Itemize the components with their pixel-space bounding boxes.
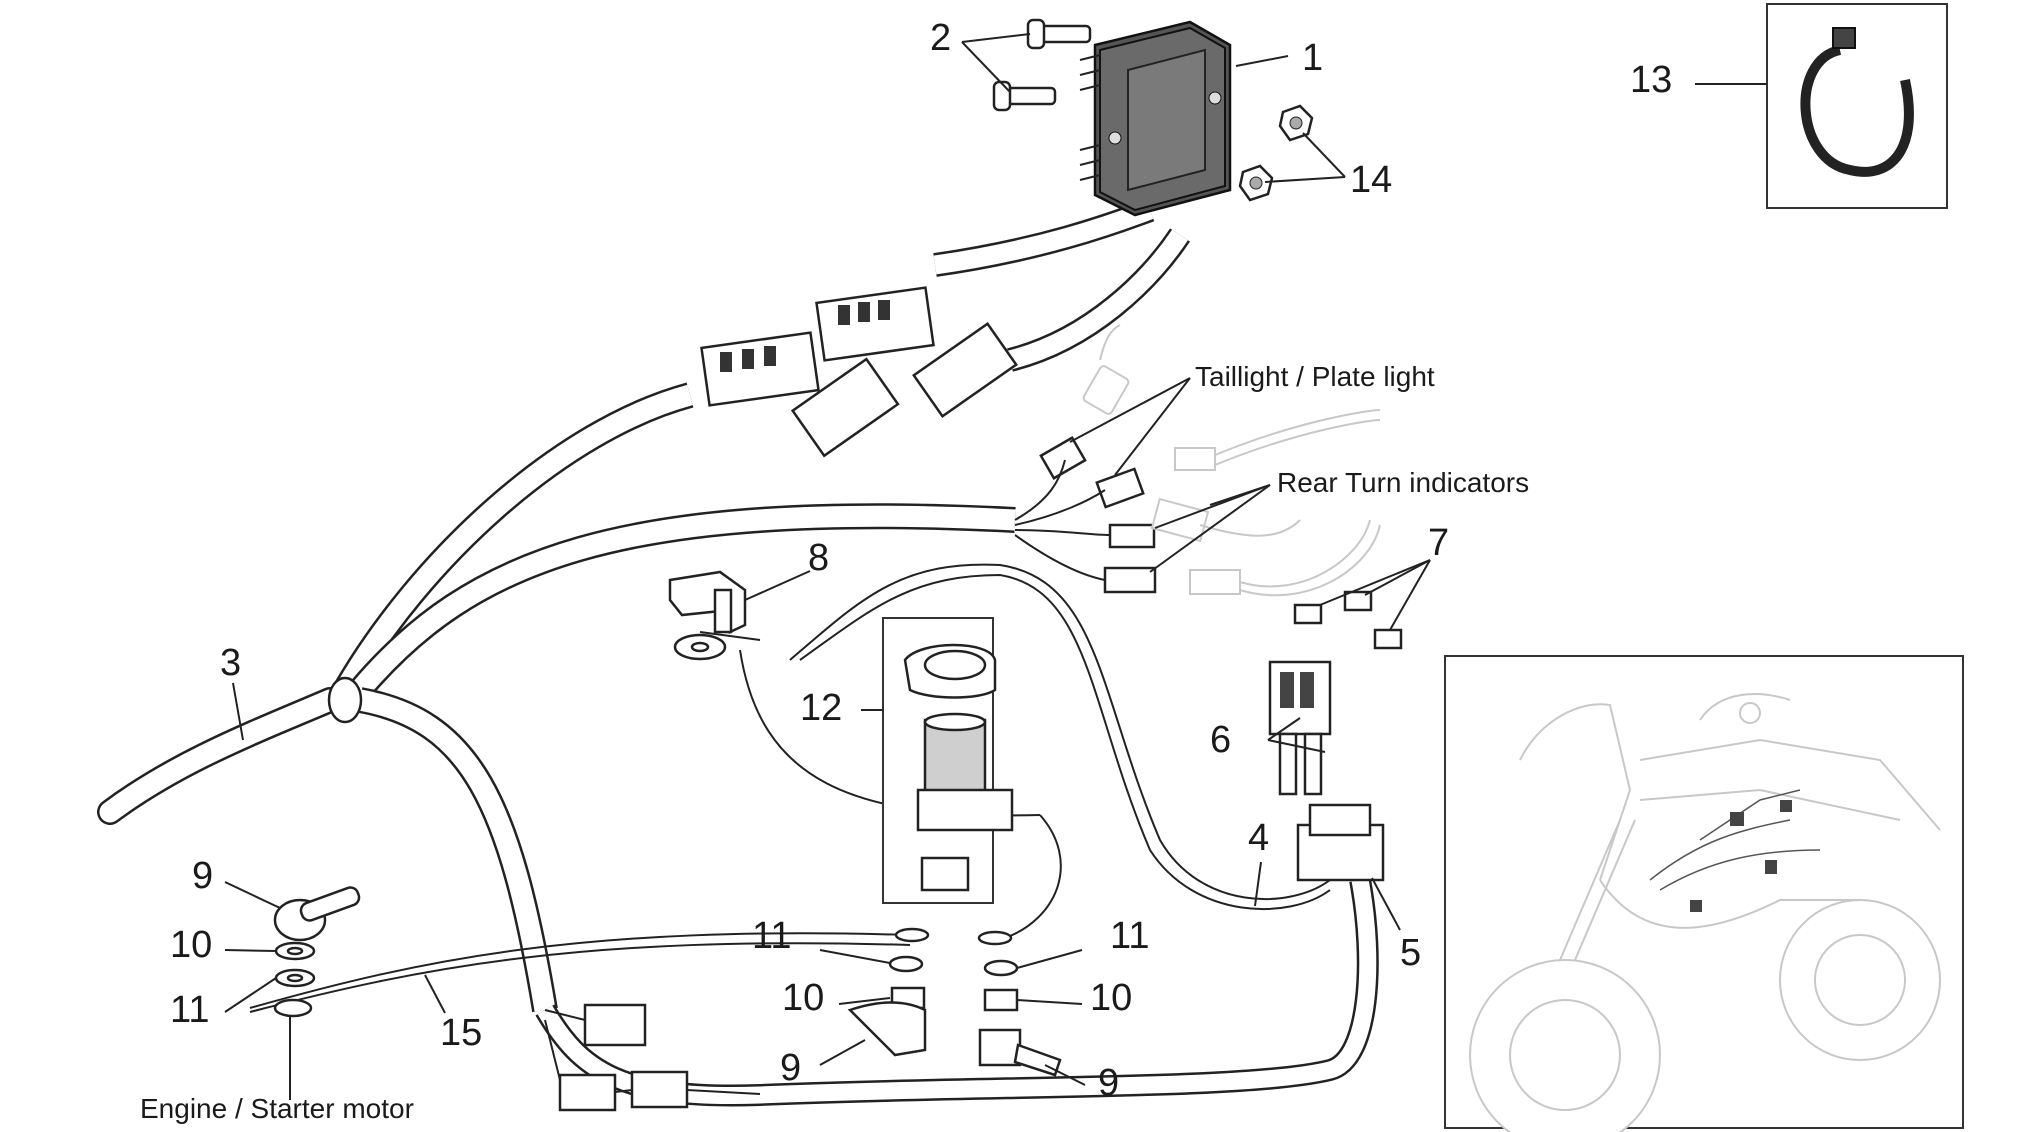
- callout-1: 1: [1302, 37, 1323, 79]
- terminals-center: [847, 927, 1062, 1077]
- nuts: [1238, 104, 1314, 202]
- callout-10-center-left: 10: [782, 977, 824, 1019]
- callout-9-center-right: 9: [1098, 1062, 1119, 1104]
- label-taillight: Taillight / Plate light: [1195, 361, 1435, 392]
- callout-8: 8: [808, 537, 829, 579]
- terminal-left: [273, 886, 361, 942]
- callout-10-left: 10: [170, 924, 212, 966]
- motorcycle-inset: [1444, 655, 1964, 1132]
- callout-6: 6: [1210, 719, 1231, 761]
- label-rear-turn: Rear Turn indicators: [1277, 467, 1529, 498]
- terminal-cover: [668, 570, 747, 634]
- regulator-connectors: [700, 286, 1018, 458]
- main-harness: [97, 198, 1379, 1107]
- thin-cables: [249, 563, 1331, 1013]
- voltage-regulator: [1079, 20, 1232, 217]
- rear-light-connectors: [1014, 436, 1157, 594]
- callout-2: 2: [930, 17, 951, 59]
- ghost-lights: [1082, 324, 1381, 597]
- callout-15: 15: [440, 1012, 482, 1054]
- callout-9-center-left: 9: [780, 1047, 801, 1089]
- callout-11-center-right: 11: [1110, 915, 1149, 957]
- screws: [992, 18, 1092, 112]
- ring-terminal: [673, 633, 727, 661]
- callout-numbers: 1 2 3 4 5 6 7 8 9 9 9 10 10 10 11 11 11 …: [170, 17, 1672, 1104]
- clamp-box: [1766, 3, 1948, 209]
- callout-11-left: 11: [170, 989, 209, 1031]
- callout-3: 3: [220, 642, 241, 684]
- callout-7: 7: [1428, 522, 1449, 564]
- callout-4: 4: [1248, 817, 1269, 859]
- relay-box: [882, 617, 1014, 904]
- leader-lines: [224, 33, 1767, 1100]
- label-engine: Engine / Starter motor: [140, 1093, 414, 1124]
- callout-13: 13: [1630, 59, 1672, 101]
- fuses: [1293, 590, 1403, 650]
- callout-10-center-right: 10: [1090, 977, 1132, 1019]
- callout-12: 12: [800, 687, 842, 729]
- washer-left: [274, 941, 316, 961]
- callout-9-left: 9: [192, 855, 213, 897]
- fuse-cover: [1296, 803, 1385, 882]
- lower-connectors: [544, 1003, 761, 1112]
- fuse-holder: [1268, 660, 1332, 796]
- lock-washer-left: [274, 968, 316, 988]
- callout-14: 14: [1350, 159, 1392, 201]
- ring-left: [273, 998, 313, 1018]
- callout-11-center-left: 11: [752, 915, 791, 957]
- callout-5: 5: [1400, 932, 1421, 974]
- diagram-labels: Taillight / Plate light Rear Turn indica…: [140, 361, 1529, 1124]
